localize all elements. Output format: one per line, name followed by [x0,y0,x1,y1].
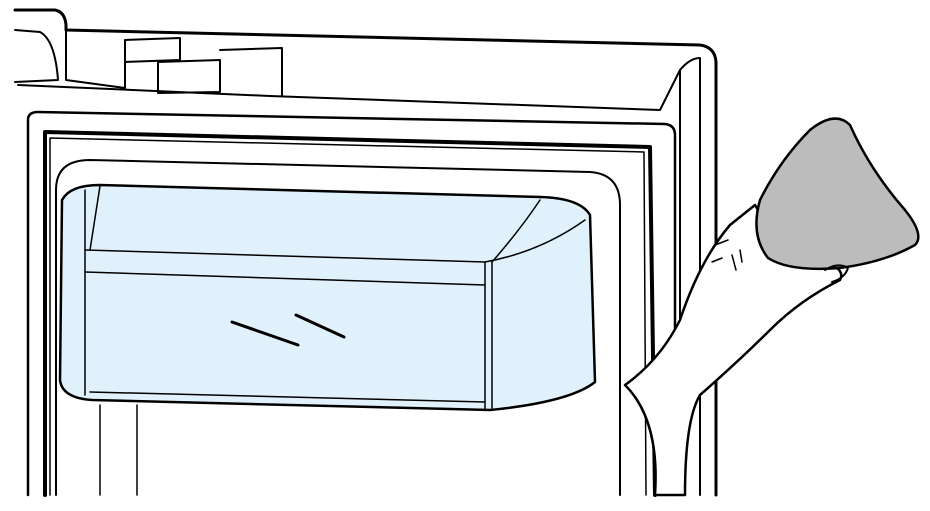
cabinet-top [13,8,718,497]
hand-icon [623,203,843,497]
hand-with-cloth [623,117,920,497]
cloth-icon [755,117,920,271]
door-frame [26,110,677,497]
door-bin [58,183,597,412]
